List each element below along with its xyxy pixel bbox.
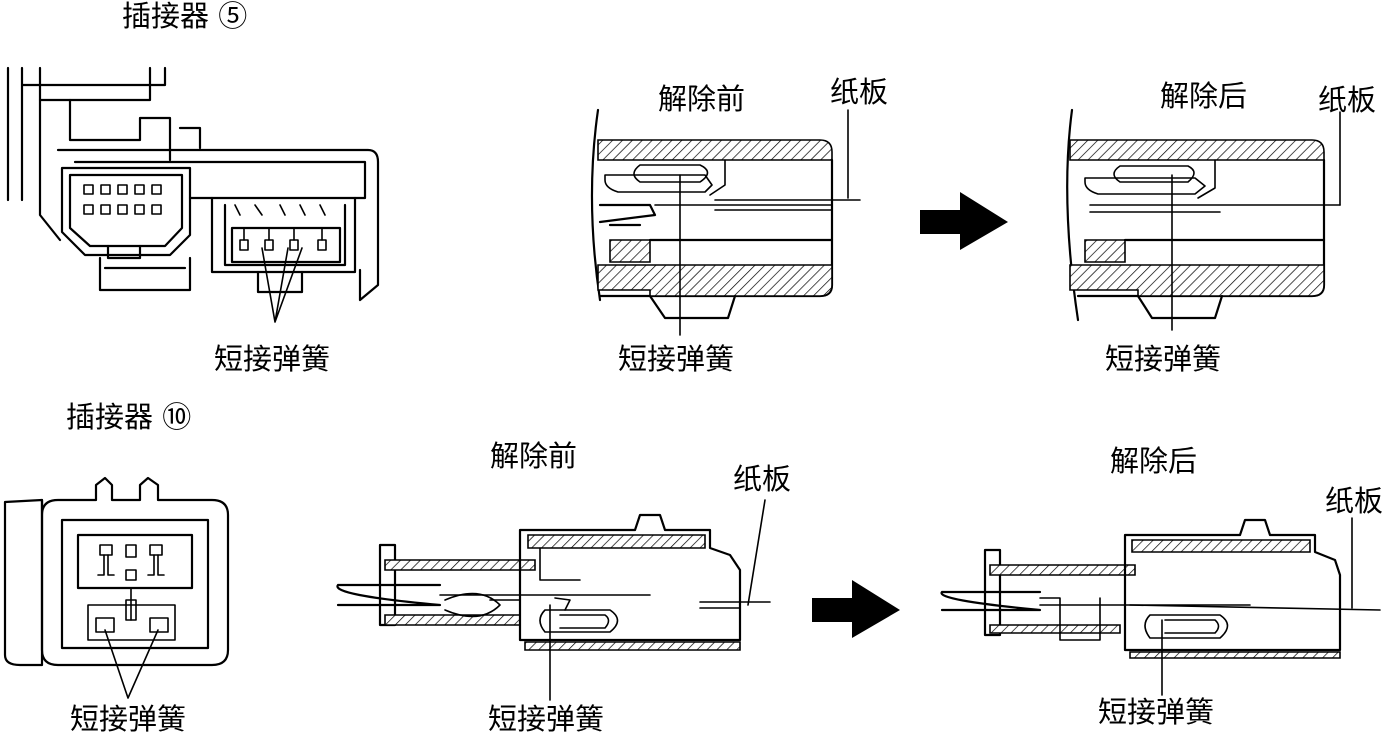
connector5-spring-label: 短接弹簧 [214,342,331,376]
bottom-arrow [812,580,900,638]
bottom-before-board: 纸板 [733,462,792,496]
connector5-title: 插接器 ⑤ [122,0,248,33]
bottom-before-state: 解除前 [490,439,578,473]
top-after-state: 解除后 [1160,79,1248,113]
top-after-spring: 短接弹簧 [1105,342,1222,376]
top-after-board: 纸板 [1318,83,1377,117]
bottom-after-state: 解除后 [1110,444,1198,478]
bottom-after-board: 纸板 [1325,484,1384,518]
connector5-drawing [6,66,380,323]
bottom-before-drawing [336,499,771,701]
top-arrow [920,192,1008,250]
connector10-title: 插接器 ⑩ [66,400,192,434]
bottom-after-spring: 短接弹簧 [1098,695,1215,729]
top-before-spring: 短接弹簧 [618,342,735,376]
top-after-drawing [1066,108,1341,331]
top-before-board: 纸板 [830,75,889,109]
top-before-state: 解除前 [658,82,746,116]
bottom-before-spring: 短接弹簧 [488,702,605,736]
connector10-drawing [3,476,230,699]
bottom-after-drawing [940,517,1381,696]
top-before-drawing [590,108,861,336]
connector10-spring-label: 短接弹簧 [70,702,187,736]
